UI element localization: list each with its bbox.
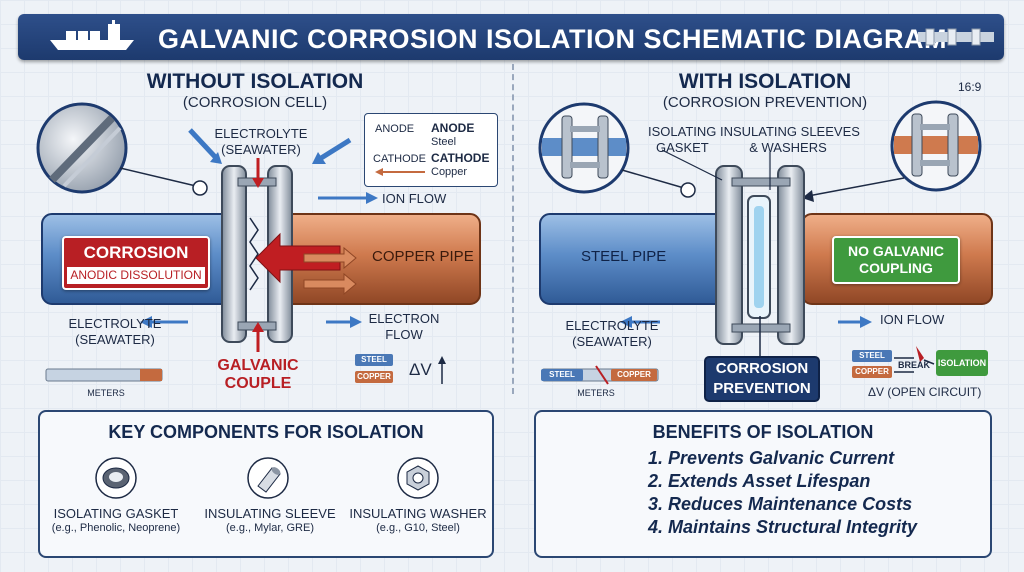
legend-anode-title: ANODE — [431, 121, 475, 135]
copper-chip-break: COPPER — [852, 366, 892, 378]
component-name-washer: INSULATING WASHER — [349, 506, 487, 521]
page-title: GALVANIC CORROSION ISOLATION SCHEMATIC D… — [158, 24, 947, 54]
meters-label-left: METERS — [87, 388, 125, 398]
insulating-sleeves-line2: & WASHERS — [749, 140, 827, 155]
benefit-item-3: 3. Reduces Maintenance Costs — [648, 494, 913, 514]
benefits-panel: BENEFITS OF ISOLATION 1. Prevents Galvan… — [534, 410, 992, 558]
isolating-gasket-line1: ISOLATING — [648, 124, 717, 139]
galvanic-couple-line1: GALVANIC — [217, 357, 299, 374]
section-divider — [512, 64, 514, 394]
ion-flow-label: ION FLOW — [382, 191, 447, 206]
component-desc-sleeve: (e.g., Mylar, GRE) — [225, 522, 315, 534]
component-desc-washer: (e.g., G10, Steel) — [376, 522, 460, 534]
ion-flow-right-label: ION FLOW — [880, 312, 945, 327]
steel-chip-right: STEEL — [541, 369, 583, 381]
with-isolation-heading: WITH ISOLATION — [678, 70, 852, 93]
copper-chip-right: COPPER — [611, 369, 657, 381]
isolating-gasket-line2: GASKET — [656, 140, 709, 155]
delta-v-open-circuit-label: ΔV (OPEN CIRCUIT) — [868, 385, 982, 399]
electrolyte-top-line2: (SEAWATER) — [221, 142, 301, 157]
electrolyte-right-line2: (SEAWATER) — [572, 334, 652, 349]
component-name-sleeve: INSULATING SLEEVE — [204, 506, 336, 521]
corrosion-badge: CORROSION ANODIC DISSOLUTION — [62, 236, 210, 290]
break-label: BREAK — [898, 360, 931, 370]
galvanic-couple-line2: COUPLE — [224, 375, 292, 392]
corrosion-prevention-subheading: (CORROSION PREVENTION) — [662, 94, 868, 111]
title-bar: GALVANIC CORROSION ISOLATION SCHEMATIC D… — [18, 14, 1004, 60]
key-components-heading: KEY COMPONENTS FOR ISOLATION — [108, 422, 424, 442]
aspect-ratio-label: 16:9 — [958, 80, 982, 94]
ship-icon — [50, 20, 134, 50]
key-components-panel: KEY COMPONENTS FOR ISOLATION ISOLATING G… — [38, 410, 494, 558]
corrosion-prevention-box: CORROSION PREVENTION — [704, 356, 820, 402]
legend-anode-key: ANODE — [375, 123, 415, 135]
legend-anode-material: Steel — [431, 136, 457, 148]
corrosion-prevention-line2: PREVENTION — [713, 380, 811, 397]
isolation-tag: ISOLATION — [936, 350, 988, 376]
benefits-heading: BENEFITS OF ISOLATION — [652, 422, 874, 442]
copper-pipe-label: COPPER PIPE — [372, 248, 474, 265]
washer-icon — [397, 457, 439, 499]
corrosion-badge-title: CORROSION — [83, 243, 189, 262]
cathode-arrow-icon — [375, 168, 425, 176]
no-galvanic-coupling-badge: NO GALVANIC COUPLING — [832, 236, 960, 284]
electrolyte-right-line1: ELECTROLYTE — [565, 318, 659, 333]
component-name-gasket: ISOLATING GASKET — [53, 506, 179, 521]
corrosion-badge-sub: ANODIC DISSOLUTION — [67, 267, 205, 284]
copper-chip-left: COPPER — [355, 371, 393, 383]
steel-pipe-label: STEEL PIPE — [581, 248, 667, 265]
no-galvanic-line1: NO GALVANIC — [848, 243, 944, 259]
no-galvanic-line2: COUPLING — [859, 260, 933, 276]
benefit-item-4: 4. Maintains Structural Integrity — [648, 517, 918, 537]
electron-flow-line2: FLOW — [385, 327, 423, 342]
gasket-icon — [95, 457, 137, 499]
electrolyte-bottom-line1: ELECTROLYTE — [68, 316, 162, 331]
pipe-icon — [918, 28, 994, 46]
corrosion-cell-subheading: (CORROSION CELL) — [182, 94, 328, 111]
without-isolation-heading: WITHOUT ISOLATION — [146, 70, 364, 93]
component-desc-gasket: (e.g., Phenolic, Neoprene) — [51, 522, 181, 534]
insulating-sleeves-line1: INSULATING SLEEVES — [720, 124, 860, 139]
electrolyte-top-line1: ELECTROLYTE — [214, 126, 308, 141]
delta-v-label: ΔV — [409, 360, 432, 379]
sleeve-icon — [247, 457, 289, 499]
meters-label-right: METERS — [577, 388, 615, 398]
legend-cathode-material: Copper — [431, 166, 468, 178]
anode-cathode-legend: ANODE ANODE Steel CATHODE CATHODE Copper — [364, 113, 498, 187]
steel-chip-break: STEEL — [852, 350, 892, 362]
electron-flow-line1: ELECTRON — [368, 311, 440, 326]
legend-cathode-key: CATHODE — [373, 153, 426, 165]
legend-cathode-title: CATHODE — [431, 151, 490, 165]
benefit-item-2: 2. Extends Asset Lifespan — [648, 471, 871, 491]
steel-chip-left: STEEL — [355, 354, 393, 366]
electrolyte-bottom-line2: (SEAWATER) — [75, 332, 155, 347]
corrosion-prevention-line1: CORROSION — [715, 360, 809, 377]
benefit-item-1: 1. Prevents Galvanic Current — [648, 448, 895, 468]
